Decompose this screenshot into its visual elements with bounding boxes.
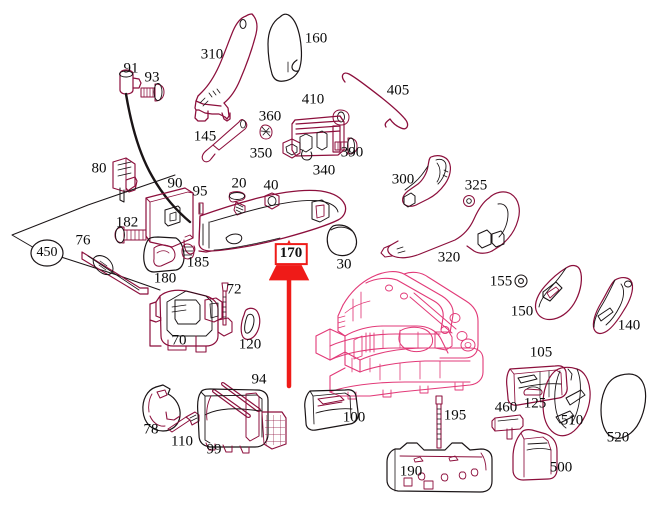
part-190-shape xyxy=(386,442,493,493)
part-label-91: 91 xyxy=(123,60,139,77)
part-label-350: 350 xyxy=(249,145,273,162)
part-125-shape xyxy=(523,386,543,396)
part-72-shape xyxy=(221,282,229,326)
balloon-450-leaders xyxy=(11,174,176,291)
part-405-shape xyxy=(341,72,409,130)
part-label-76: 76 xyxy=(75,232,91,249)
part-80-shape xyxy=(112,157,138,203)
part-label-195: 195 xyxy=(443,407,467,424)
part-label-72: 72 xyxy=(226,281,242,298)
part-label-100: 100 xyxy=(342,409,366,426)
part-label-390: 390 xyxy=(340,144,364,161)
part-93-shape xyxy=(140,83,165,102)
part-label-410: 410 xyxy=(301,91,325,108)
part-100-shape xyxy=(304,389,359,431)
part-label-182: 182 xyxy=(115,214,139,231)
part-label-510: 510 xyxy=(560,412,584,429)
part-30-shape xyxy=(326,224,358,257)
part-label-500: 500 xyxy=(549,459,573,476)
part-label-120: 120 xyxy=(238,336,262,353)
part-340-shape xyxy=(291,115,345,161)
part-label-95: 95 xyxy=(192,183,208,200)
part-label-145: 145 xyxy=(193,128,217,145)
part-label-155: 155 xyxy=(489,273,513,290)
part-310-shape xyxy=(194,13,258,122)
part-320-shape xyxy=(380,191,520,259)
part-70-shape xyxy=(149,289,233,353)
part-label-185: 185 xyxy=(186,254,210,271)
part-label-78: 78 xyxy=(143,421,159,438)
part-120-shape xyxy=(240,307,261,340)
part-145-shape xyxy=(201,119,248,163)
part-390-shape xyxy=(334,137,358,155)
part-label-460: 460 xyxy=(494,399,518,416)
part-76-shape xyxy=(81,251,149,295)
part-label-110: 110 xyxy=(171,433,193,450)
part-label-190: 190 xyxy=(399,463,423,480)
part-160-shape xyxy=(267,13,302,82)
part-170-shape xyxy=(198,189,347,253)
part-label-93: 93 xyxy=(144,69,160,86)
part-label-40: 40 xyxy=(263,177,279,194)
part-91-cable xyxy=(124,92,192,224)
part-182-shape xyxy=(114,226,147,244)
part-label-70: 70 xyxy=(171,332,187,349)
part-label-520: 520 xyxy=(606,429,630,446)
part-195-shape xyxy=(435,395,443,449)
part-99-shape xyxy=(197,388,287,454)
part-185-shape xyxy=(181,243,195,260)
part-label-99: 99 xyxy=(206,441,222,458)
part-label-150: 150 xyxy=(510,303,534,320)
part-label-140: 140 xyxy=(617,317,641,334)
part-label-94: 94 xyxy=(251,371,267,388)
part-150-shape xyxy=(534,264,582,321)
part-300-shape xyxy=(402,155,451,208)
part-91-shape xyxy=(119,69,142,95)
part-label-105: 105 xyxy=(529,344,553,361)
part-360-shape xyxy=(259,124,273,140)
balloon-label-450: 450 xyxy=(36,245,58,260)
part-510-shape xyxy=(542,366,591,437)
part-110-shape xyxy=(167,411,200,433)
part-label-320: 320 xyxy=(437,249,461,266)
part-label-125: 125 xyxy=(523,395,547,412)
part-155-shape xyxy=(514,274,528,288)
highlighted-part-label-170: 170 xyxy=(274,243,308,265)
part-label-180: 180 xyxy=(153,270,177,287)
part-325-shape xyxy=(463,195,475,207)
part-label-405: 405 xyxy=(386,82,410,99)
seat-frame-assembly xyxy=(315,271,484,400)
part-label-340: 340 xyxy=(312,162,336,179)
part-95-shape xyxy=(198,202,204,215)
part-94-shape xyxy=(212,382,261,418)
part-label-90: 90 xyxy=(167,175,183,192)
part-label-160: 160 xyxy=(304,30,328,47)
part-label-325: 325 xyxy=(464,177,488,194)
part-label-300: 300 xyxy=(391,171,415,188)
part-label-80: 80 xyxy=(91,160,107,177)
part-label-360: 360 xyxy=(258,108,282,125)
part-140-shape xyxy=(592,277,634,335)
part-90-shape xyxy=(145,187,196,255)
part-180-shape xyxy=(143,236,185,273)
part-460-shape xyxy=(491,414,524,440)
part-label-310: 310 xyxy=(200,46,224,63)
part-label-20: 20 xyxy=(231,175,247,192)
part-520-shape xyxy=(600,373,647,439)
part-410-shape xyxy=(332,109,350,126)
part-78-shape xyxy=(142,384,181,432)
part-500-shape xyxy=(512,429,558,481)
part-label-30: 30 xyxy=(336,256,352,273)
